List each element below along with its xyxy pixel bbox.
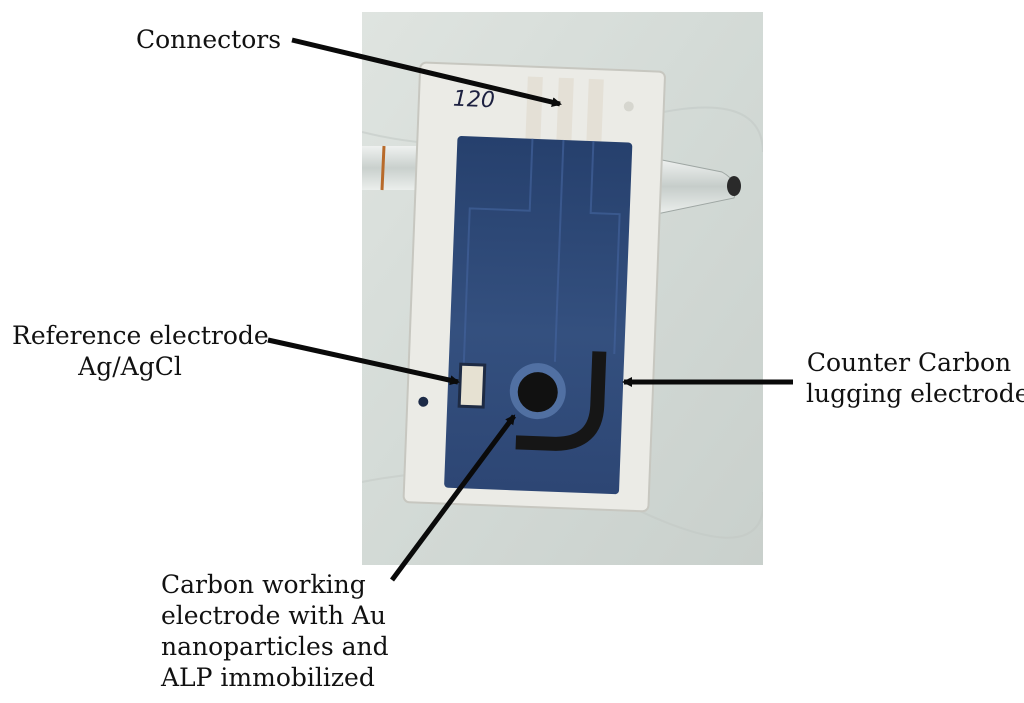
counter-electrode [515,351,607,451]
hole-dot [623,101,634,112]
reference-electrode [457,362,487,409]
glass-tube-right [646,156,741,217]
marker-dot [418,396,429,407]
blue-insulation-layer [444,136,633,495]
label-working-line2: electrode with Au [161,601,387,630]
label-working-electrode: Carbon working electrode with Au nanopar… [161,569,389,693]
label-working-line4: ALP immobilized [161,663,375,692]
label-reference-line1: Reference electrode [12,321,269,350]
handwritten-number: 120 [452,87,495,114]
label-counter-electrode: Counter Carbon lugging electrode [806,347,1024,409]
label-connectors-text: Connectors [136,25,282,54]
label-counter-line2: lugging electrode [806,379,1024,408]
electrode-photo: 120 [362,12,763,565]
glass-tube-left [362,145,422,191]
working-electrode [517,372,558,413]
label-connectors: Connectors [136,24,281,55]
label-reference-line2: Ag/AgCl [78,352,182,381]
label-counter-line1: Counter Carbon [806,348,1012,377]
connector-strip [525,76,543,148]
label-reference-electrode: Reference electrode Ag/AgCl [12,320,269,382]
label-working-line1: Carbon working [161,570,366,599]
label-working-line3: nanoparticles and [161,632,389,661]
connector-strip [586,78,604,150]
connector-strip [556,77,574,149]
